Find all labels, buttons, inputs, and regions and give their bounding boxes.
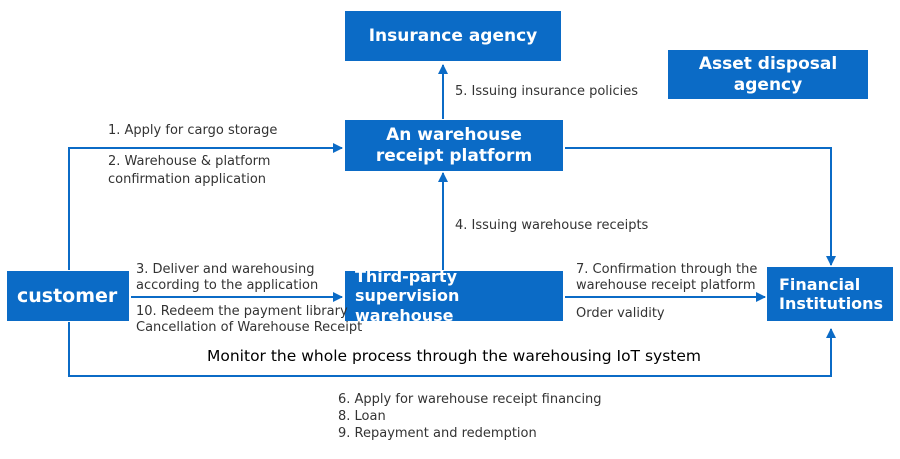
step-10-label-line2: Cancellation of Warehouse Receipt — [136, 320, 363, 335]
step-3-label-line1: 3. Deliver and warehousing — [136, 262, 315, 277]
step-7-label-line2: warehouse receipt platform — [576, 278, 756, 293]
warehouse-receipt-platform-box: An warehouse receipt platform — [345, 120, 563, 171]
step-5-label: 5. Issuing insurance policies — [455, 84, 639, 99]
insurance-agency-box: Insurance agency — [345, 11, 561, 61]
financial-institutions-box: Financial Institutions — [767, 267, 893, 321]
arrow-customer-to-platform — [68, 143, 343, 270]
arrow-customer-to-financial — [68, 322, 836, 377]
step-1-label: 1. Apply for cargo storage — [108, 123, 278, 138]
customer-label: customer — [17, 284, 118, 307]
arrow-platform-to-financial — [565, 147, 836, 266]
warehouse-receipt-platform-label: An warehouse receipt platform — [375, 125, 533, 166]
asset-disposal-agency-label: Asset disposal agency — [698, 54, 838, 95]
customer-box: customer — [7, 271, 129, 321]
step-4-label: 4. Issuing warehouse receipts — [455, 218, 649, 233]
third-party-warehouse-label: Third-party supervision warehouse — [355, 267, 460, 325]
monitor-label: Monitor the whole process through the wa… — [207, 347, 701, 365]
third-party-warehouse-box: Third-party supervision warehouse — [345, 267, 563, 325]
financial-institutions-label: Financial Institutions — [779, 274, 884, 313]
asset-disposal-agency-box: Asset disposal agency — [668, 50, 868, 99]
insurance-agency-label: Insurance agency — [368, 25, 538, 46]
step-10-label-line1: 10. Redeem the payment library — [136, 304, 348, 319]
step-7-label-line1: 7. Confirmation through the — [576, 262, 758, 277]
step-9-label: 9. Repayment and redemption — [338, 426, 537, 441]
step-2-label-line1: 2. Warehouse & platform — [108, 154, 271, 169]
step-3-label-line2: according to the application — [136, 278, 319, 293]
step-8-label: 8. Loan — [338, 409, 386, 424]
step-6-label: 6. Apply for warehouse receipt financing — [338, 392, 602, 407]
order-validity-label: Order validity — [576, 306, 665, 321]
step-2-label-line2: confirmation application — [108, 172, 267, 187]
